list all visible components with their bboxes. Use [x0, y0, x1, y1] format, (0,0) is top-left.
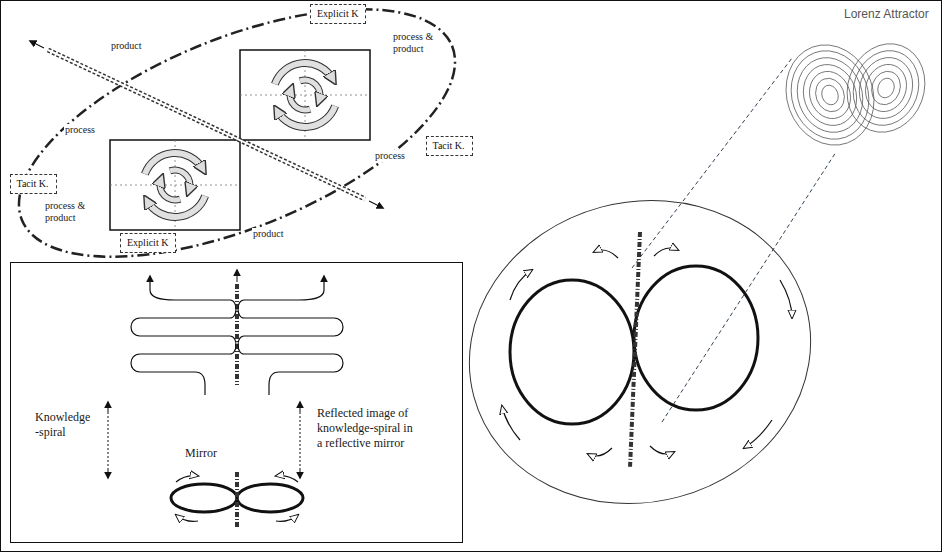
attractor-title: Lorenz Attractor — [843, 7, 930, 21]
axis-arrow — [30, 41, 44, 48]
attractor-orbit — [867, 67, 905, 109]
flow-label: product — [110, 40, 143, 52]
flow-arrow — [502, 406, 520, 440]
flow-arrow — [654, 248, 678, 256]
leader-line — [662, 152, 836, 422]
flow-label: process & product — [44, 200, 93, 224]
flow-arrow — [744, 420, 772, 448]
dotted-arrow — [108, 402, 109, 412]
knowledge-spiral — [131, 290, 236, 395]
attractor-orbit — [859, 59, 913, 118]
knowledge-type-box: Tacit K. — [426, 136, 473, 156]
dotted-arrow — [300, 468, 301, 478]
figure-label: Knowledge -spiral — [34, 410, 98, 440]
spiral-arrow — [323, 276, 324, 290]
mirror-label: Mirror — [184, 446, 218, 461]
mirror-line — [235, 284, 239, 385]
flow-arrow — [176, 515, 198, 521]
attractor-orbit — [772, 32, 888, 157]
box-text: Tacit K. — [433, 140, 465, 152]
mirror-axis — [48, 50, 365, 199]
box-text: Explicit K — [317, 8, 358, 20]
attractor-orbit — [819, 83, 841, 107]
loop-circle — [634, 266, 758, 410]
knowledge-type-box: Explicit K — [310, 4, 366, 24]
figure-label: Reflected image of knowledge-spiral in a… — [316, 406, 420, 451]
attractor-orbit — [811, 74, 849, 116]
axis-arrow — [369, 201, 383, 208]
attractor-orbit — [843, 41, 929, 134]
spiral-arrows — [275, 63, 335, 127]
flow-arrow — [510, 270, 532, 300]
flow-arrow — [176, 476, 198, 482]
flow-label: process — [64, 124, 96, 136]
box-text: Tacit K. — [17, 178, 49, 190]
loop-circle — [510, 280, 634, 424]
flow-arrow — [780, 280, 792, 318]
mirror-axis — [48, 50, 365, 199]
spiral-arrows — [145, 153, 205, 217]
lorenz-attractor — [772, 32, 937, 157]
attractor-orbit — [803, 66, 857, 125]
loop-ellipse — [171, 484, 237, 512]
quadrant-square — [240, 50, 370, 140]
leader-line — [632, 58, 792, 268]
dotted-arrow — [108, 468, 109, 478]
flow-label: product — [252, 228, 285, 240]
attractor-orbit — [851, 50, 921, 126]
flow-arrow — [276, 515, 298, 521]
mirror-arrow — [237, 270, 238, 282]
quadrant-square — [110, 140, 240, 230]
loop-ellipse — [237, 484, 303, 512]
attractor-orbit — [875, 76, 897, 100]
mirror-line — [630, 232, 640, 468]
flow-label: process & product — [392, 31, 441, 55]
box-text: Explicit K — [127, 237, 168, 249]
knowledge-type-box: Explicit K — [120, 233, 176, 253]
flow-arrow — [276, 476, 298, 482]
reflected-spiral — [238, 290, 343, 395]
dash-dot-ellipse — [0, 0, 488, 308]
mirror-line — [235, 472, 239, 528]
flow-arrow — [594, 250, 618, 258]
knowledge-type-box: Tacit K. — [10, 174, 57, 194]
flow-arrow — [650, 446, 674, 454]
dotted-arrow — [108, 412, 109, 468]
outer-ellipse — [435, 163, 845, 542]
flow-arrow — [588, 448, 612, 456]
flow-label: process — [374, 150, 406, 162]
dotted-arrow — [300, 402, 301, 412]
attractor-orbit — [835, 33, 937, 144]
spiral-arrow — [149, 276, 150, 290]
dotted-arrow — [300, 412, 301, 468]
attractor-orbit — [795, 57, 865, 133]
panel-frame — [11, 263, 463, 543]
